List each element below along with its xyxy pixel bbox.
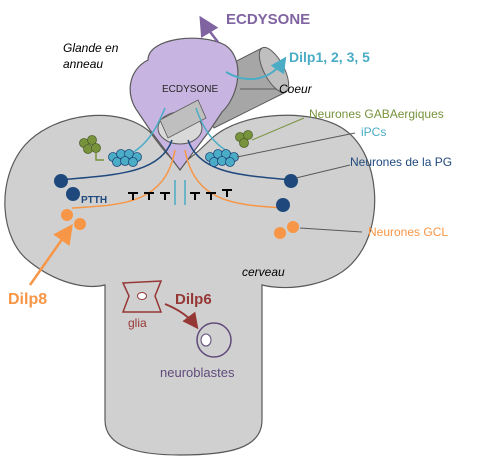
gaba-neurons-right [235,130,253,148]
ring-gland-body [129,37,239,171]
cerveau-label: cerveau [242,265,285,279]
ring-gland [129,37,239,171]
pg-neuron-right-2 [276,198,290,212]
ecdysone-arrow [199,15,219,43]
gcl-label: Neurones GCL [368,225,448,239]
gcl-neurons [61,209,299,239]
synapse-marks [128,189,232,200]
ipc-cluster-left [108,149,142,167]
pg-neurons-label: Neurones de la PG [350,155,452,169]
gaba-neurons-left [79,135,104,161]
dilp8-label: Dilp8 [8,291,47,308]
gcl-neuron-right-2 [287,221,299,233]
dilp8-arrow [28,223,73,286]
pg-pointer [295,164,351,179]
ipcs-label: iPCs [361,125,386,139]
ipcs-pointer [236,132,356,158]
pg-neuron-left-2 [66,187,80,201]
glia-label: glia [128,316,147,330]
dilp-arrow [225,56,287,81]
ecdysone-top-label: ECDYSONE [226,11,310,28]
coeur-label: Coeur [279,82,313,96]
gcl-neuron-left-2 [74,218,86,230]
ptth-label: PTTH [81,195,107,206]
neuroblast-cell [196,322,232,358]
gcl-neuron-right-1 [274,227,286,239]
heart-through-gland [159,99,207,139]
pg-neuron-left-1 [54,174,68,188]
glande-label-line1: Glande en [63,41,119,55]
ecdysone-inner-label: ECDYSONE [162,84,218,95]
label-pointers [236,88,363,233]
ipc-cluster-right [205,149,239,167]
pg-neurons [54,174,298,212]
glande-label-line2: anneau [63,57,103,71]
neurite-tracts [59,107,291,209]
glia-cell [121,280,163,313]
dilp6-arrow [164,303,199,330]
neuroblastes-label: neuroblastes [160,365,235,380]
pg-neuron-right-1 [284,174,298,188]
dilp-insulin-label: Dilp1, 2, 3, 5 [289,49,370,65]
gcl-pointer [299,227,363,233]
gcl-neuron-left-1 [61,209,73,221]
gaba-pointer [251,117,305,141]
dilp6-label: Dilp6 [175,291,212,308]
gaba-label: Neurones GABAergiques [309,107,444,121]
